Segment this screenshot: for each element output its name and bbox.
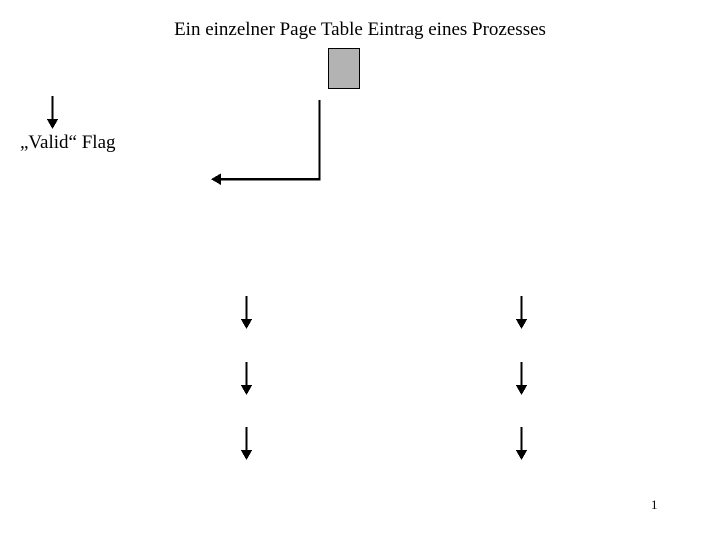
- right-arrow-1: [515, 296, 528, 329]
- valid-flag-down-arrow: [46, 96, 59, 129]
- left-arrow-2: [240, 362, 253, 395]
- page-title: Ein einzelner Page Table Eintrag eines P…: [174, 19, 546, 40]
- right-arrow-3: [515, 427, 528, 460]
- right-arrow-2: [515, 362, 528, 395]
- left-arrow-3: [240, 427, 253, 460]
- page-table-entry-box: [328, 48, 360, 89]
- entry-box-elbow-connector: [211, 100, 321, 185]
- left-arrow-1: [240, 296, 253, 329]
- valid-flag-label: „Valid“ Flag: [20, 132, 116, 153]
- page-number: 1: [651, 497, 658, 512]
